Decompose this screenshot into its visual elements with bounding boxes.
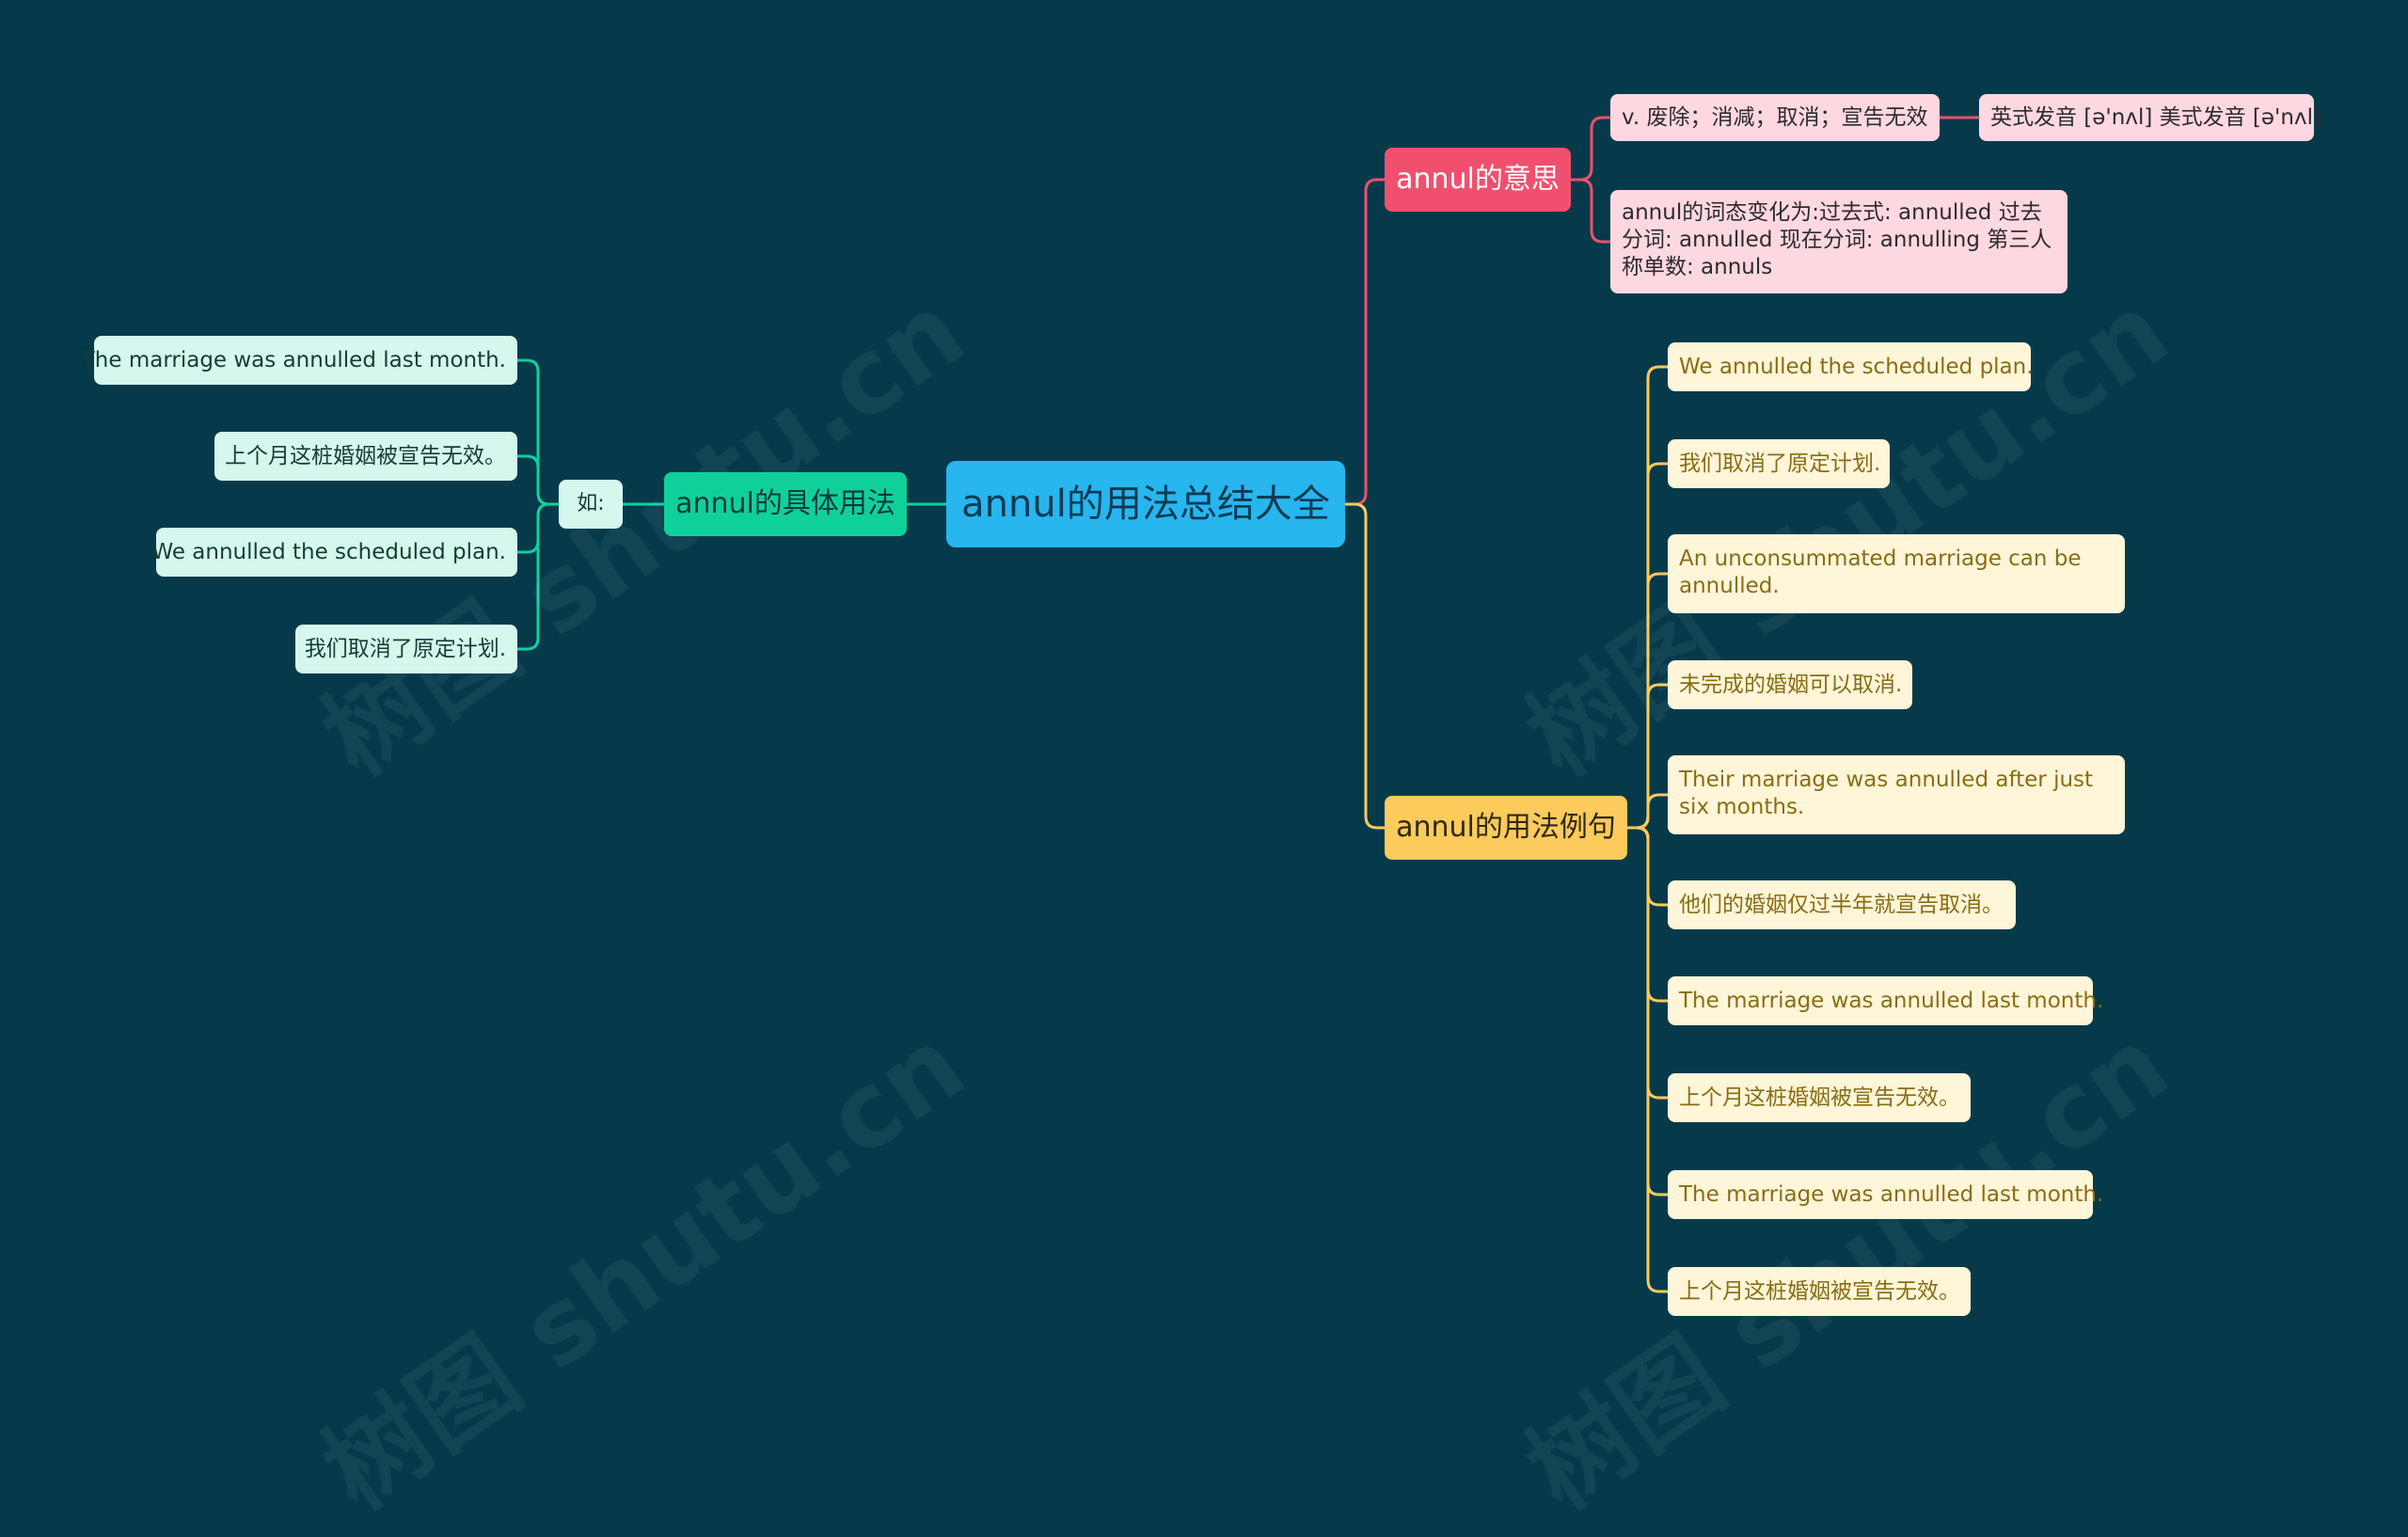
link-root-examples [1345,502,1385,830]
topic-usage[interactable]: annul的具体用法 [664,472,907,536]
example-item[interactable]: 上个月这桩婚姻被宣告无效。 [1668,1267,1971,1316]
example-item[interactable]: 未完成的婚姻可以取消. [1668,660,1912,709]
meaning-pronunciation[interactable]: 英式发音 [ə'nʌl] 美式发音 [ə'nʌl] [1979,94,2321,141]
connector-lines [517,116,1979,1293]
link-usage-item [517,502,559,651]
meaning-definition[interactable]: v. 废除；消减；取消；宣告无效 [1610,94,1940,141]
link-meaning-child [1571,116,1610,182]
example-item[interactable]: 他们的婚姻仅过半年就宣告取消。 [1668,880,2016,929]
link-usage-item [517,454,559,506]
example-item[interactable]: We annulled the scheduled plan. [1668,342,2034,391]
example-item[interactable]: 我们取消了原定计划. [1668,439,1890,488]
mindmap-canvas: 树图 shutu.cn 树图 shutu.cn 树图 shutu.cn 树图 s… [82,94,2321,1532]
example-item[interactable]: Their marriage was annulled after just s… [1668,755,2125,834]
example-item[interactable]: The marriage was annulled last month. [1668,1170,2103,1219]
example-item[interactable]: 上个月这桩婚姻被宣告无效。 [1668,1073,1971,1122]
root-topic[interactable]: annul的用法总结大全 [946,461,1345,547]
link-root-meaning [1345,178,1385,506]
link-example-item [1627,826,1668,1293]
example-item[interactable]: The marriage was annulled last month. [1668,976,2103,1025]
usage-item[interactable]: We annulled the scheduled plan. [151,528,517,577]
usage-item[interactable]: The marriage was annulled last month. [82,336,517,385]
usage-item[interactable]: 我们取消了原定计划. [295,625,517,673]
example-item[interactable]: An unconsummated marriage can be annulle… [1668,534,2125,613]
meaning-inflections[interactable]: annul的词态变化为:过去式: annulled 过去分词: annulled… [1610,190,2067,293]
usage-item[interactable]: 上个月这桩婚姻被宣告无效。 [214,432,517,481]
topic-meaning[interactable]: annul的意思 [1385,148,1571,212]
link-meaning-child [1571,178,1610,244]
usage-example-label[interactable]: 如: [559,480,623,529]
topic-examples[interactable]: annul的用法例句 [1385,796,1627,860]
